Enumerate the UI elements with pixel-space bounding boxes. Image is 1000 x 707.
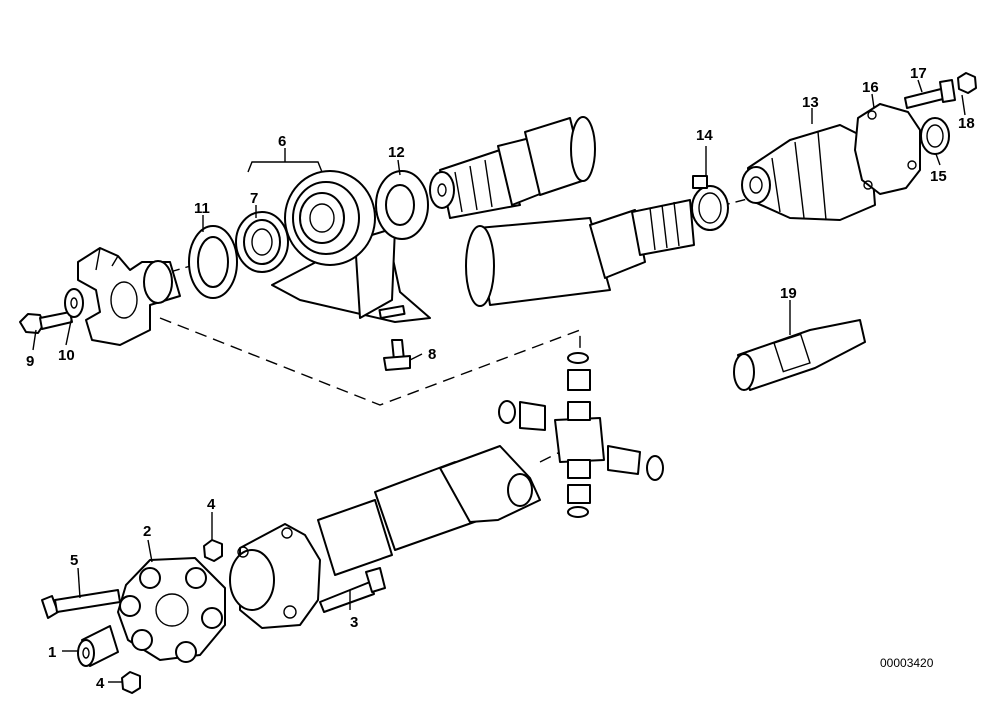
- callout-7: 7: [250, 190, 258, 207]
- part-2-flex-disc: [117, 557, 226, 663]
- part-17-bolt: [904, 79, 956, 109]
- part-7-bearing: [235, 211, 289, 273]
- callout-5: 5: [70, 552, 78, 569]
- drawing-number: 00003420: [880, 656, 934, 670]
- callout-16: 16: [862, 79, 879, 96]
- callout-1: 1: [48, 644, 56, 661]
- part-13-cv-joint-boot: [741, 124, 876, 221]
- callout-6: 6: [278, 133, 286, 150]
- part-10-washer: [64, 288, 84, 318]
- part-1-bushing: [77, 625, 119, 667]
- callout-15: 15: [930, 168, 947, 185]
- callout-19: 19: [780, 285, 797, 302]
- yoke-flange: [77, 247, 181, 346]
- part-16-flange-plate: [854, 103, 921, 195]
- part-15-circlip: [920, 117, 950, 155]
- part-12-shim-ring: [375, 170, 429, 240]
- assembly-guide-line-right: [539, 451, 561, 463]
- callout-9: 9: [26, 353, 34, 370]
- callout-11: 11: [194, 200, 210, 217]
- callout-2: 2: [143, 523, 151, 540]
- part-3-bolt: [319, 567, 386, 613]
- part-5-bolt: [41, 589, 121, 619]
- part-8-bolt: [383, 339, 411, 371]
- part-14-clamp: [691, 175, 729, 231]
- callout-3: 3: [350, 614, 358, 631]
- part-18-nut: [957, 72, 977, 94]
- part-9-bolt: [19, 311, 73, 334]
- callout-10: 10: [58, 347, 75, 364]
- assembly-guide-line-left: [159, 317, 581, 406]
- callout-8: 8: [428, 346, 436, 363]
- leader-lines: [32, 79, 966, 683]
- part-4-nut-lower: [121, 671, 141, 694]
- callout-13: 13: [802, 94, 819, 111]
- part-6-center-bearing-support: [271, 170, 431, 323]
- callout-14: 14: [696, 127, 713, 144]
- callout-18: 18: [958, 115, 975, 132]
- part-4-nut-upper: [203, 539, 223, 562]
- callout-17: 17: [910, 65, 927, 82]
- flange-yoke-lower: [229, 523, 321, 629]
- callout-12: 12: [388, 144, 405, 161]
- splined-shaft-upper: [429, 116, 596, 219]
- drive-shaft-tube-upper: [465, 199, 695, 307]
- universal-joint-cross: [498, 352, 664, 518]
- callout-4-upper: 4: [207, 496, 216, 513]
- drive-shaft-lower: [317, 445, 541, 576]
- callout-4-lower: 4: [96, 675, 105, 692]
- part-19-grease-tube: [733, 319, 866, 391]
- part-11-seal-ring: [188, 225, 238, 299]
